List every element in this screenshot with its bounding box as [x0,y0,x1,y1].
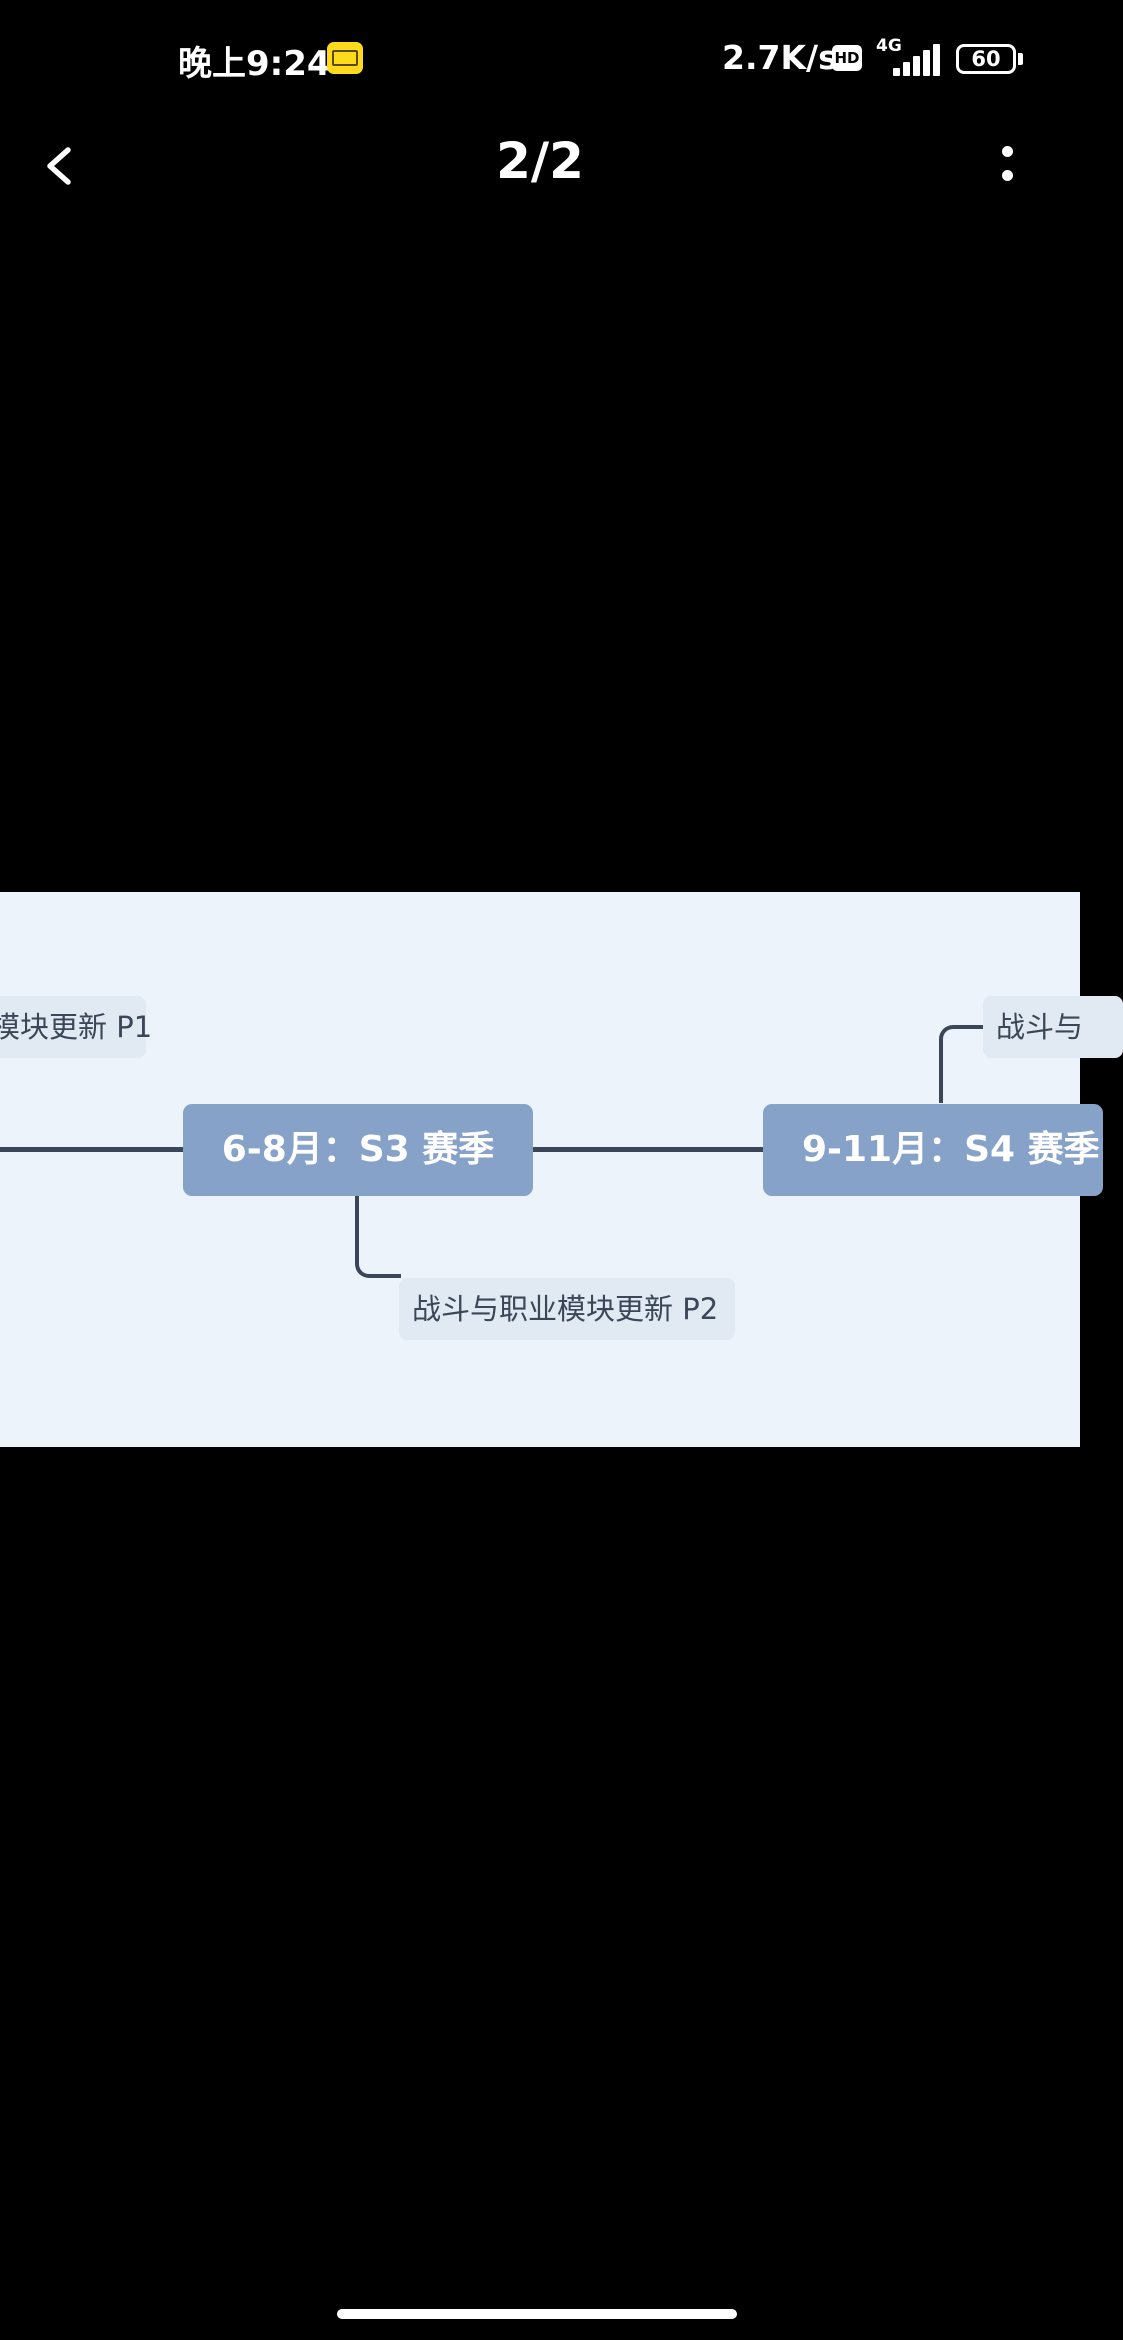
hd-voice-badge: HD [832,45,862,71]
app-notification-icon [327,42,363,74]
status-bar: 晚上9:24 2.7K/s HD 4G 60 [0,0,1080,120]
mindmap-node-s4-season: 9-11月：S4 赛季 [763,1104,1103,1196]
photo-viewport[interactable]: 模块更新 P1 6-8月：S3 赛季 战斗与职业模块更新 P2 9-11月：S4… [0,892,1123,1447]
mindmap-node-combat-class-update-p2: 战斗与职业模块更新 P2 [399,1278,735,1340]
mindmap-node-module-update-p1: 模块更新 P1 [0,996,152,1058]
battery-icon [956,44,1016,74]
mindmap-node-s3-season: 6-8月：S3 赛季 [183,1104,533,1196]
more-options-button[interactable] [985,135,1029,199]
network-speed: 2.7K/s [722,38,838,77]
battery-level: 60 [971,47,1001,71]
mindmap-node-combat-partial: 战斗与 [983,996,1123,1058]
status-time: 晚上9:24 [178,44,331,84]
mindmap-connector [532,1147,765,1152]
mindmap-connector [355,1194,401,1278]
signal-strength-icon [893,44,943,76]
back-button[interactable] [30,130,90,200]
more-dot [1002,146,1013,157]
home-indicator[interactable] [337,2309,737,2319]
mindmap-connector [939,1025,985,1103]
network-type-label: 4G [876,36,902,56]
page-counter: 2/2 [496,132,584,190]
more-dot [1002,170,1013,181]
chevron-left-icon [47,147,71,185]
mindmap-connector [0,1147,183,1152]
battery-tip [1018,53,1023,65]
